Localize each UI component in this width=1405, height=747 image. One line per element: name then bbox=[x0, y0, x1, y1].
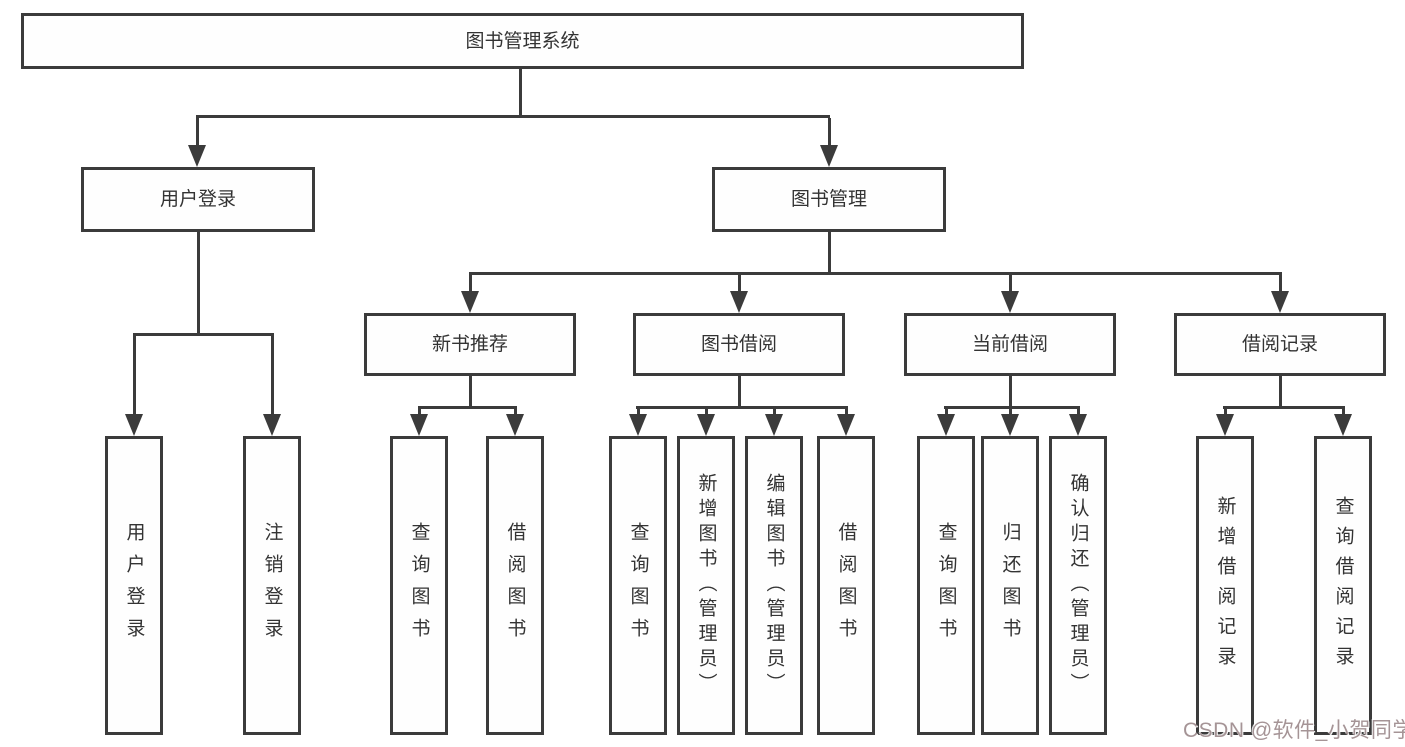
arrowhead-icon bbox=[937, 414, 955, 436]
arrowhead-icon bbox=[765, 414, 783, 436]
connector-root-stem bbox=[519, 69, 522, 118]
connector-leaves-bar bbox=[636, 406, 848, 409]
connector-drop-leaf bbox=[1224, 409, 1227, 416]
csdn-watermark: CSDN @软件_小贺同学 bbox=[1183, 719, 1405, 742]
arrowhead-icon bbox=[1271, 291, 1289, 313]
leaf-query-books-recommend: 查询图书 bbox=[390, 436, 448, 735]
connector-drop-section bbox=[738, 275, 741, 293]
arrowhead-icon bbox=[820, 145, 838, 167]
leaf-query-borrow-record: 查询借阅记录 bbox=[1314, 436, 1372, 735]
connector-drop-user-login bbox=[196, 118, 199, 148]
connector-drop-leaf bbox=[945, 409, 948, 416]
arrowhead-icon bbox=[125, 414, 143, 436]
arrowhead-icon bbox=[410, 414, 428, 436]
connector-drop-leaf bbox=[1342, 409, 1345, 416]
leaf-query-books-current: 查询图书 bbox=[917, 436, 975, 735]
leaf-confirm-return-admin: 确认归还（管理员） bbox=[1049, 436, 1107, 735]
arrowhead-icon bbox=[1001, 414, 1019, 436]
arrowhead-icon bbox=[629, 414, 647, 436]
arrowhead-icon bbox=[730, 291, 748, 313]
node-borrow-records: 借阅记录 bbox=[1174, 313, 1386, 376]
leaf-add-borrow-record: 新增借阅记录 bbox=[1196, 436, 1254, 735]
node-current-borrowing: 当前借阅 bbox=[904, 313, 1116, 376]
connector-drop-section bbox=[1009, 275, 1012, 293]
connector-drop-section bbox=[469, 275, 472, 293]
node-book-borrowing: 图书借阅 bbox=[633, 313, 845, 376]
leaf-logout: 注销登录 bbox=[243, 436, 301, 735]
connector-book-management-stem bbox=[828, 232, 831, 275]
arrowhead-icon bbox=[461, 291, 479, 313]
connector-drop-book-management bbox=[828, 118, 831, 148]
leaf-borrow-books-recommend: 借阅图书 bbox=[486, 436, 544, 735]
connector-leaves-bar bbox=[944, 406, 1080, 409]
connector-leaves-bar bbox=[1223, 406, 1345, 409]
arrowhead-icon bbox=[697, 414, 715, 436]
arrowhead-icon bbox=[188, 145, 206, 167]
leaf-user-login: 用户登录 bbox=[105, 436, 163, 735]
leaf-add-book-admin: 新增图书（管理员） bbox=[677, 436, 735, 735]
arrowhead-icon bbox=[1001, 291, 1019, 313]
leaf-borrow-books: 借阅图书 bbox=[817, 436, 875, 735]
connector-section-stem bbox=[1009, 376, 1012, 409]
leaf-query-books-borrowing: 查询图书 bbox=[609, 436, 667, 735]
connector-drop-leaf bbox=[514, 409, 517, 416]
connector-section-stem bbox=[1279, 376, 1282, 409]
connector-section-stem bbox=[738, 376, 741, 409]
leaf-return-books: 归还图书 bbox=[981, 436, 1039, 735]
connector-drop-leaf bbox=[1009, 409, 1012, 416]
connector-section-stem bbox=[469, 376, 472, 409]
connector-drop-leaf bbox=[271, 336, 274, 416]
arrowhead-icon bbox=[1334, 414, 1352, 436]
connector-user-login-stem bbox=[197, 232, 200, 336]
node-root: 图书管理系统 bbox=[21, 13, 1024, 69]
connector-drop-leaf bbox=[1077, 409, 1080, 416]
node-new-book-recommend: 新书推荐 bbox=[364, 313, 576, 376]
connector-user-login-bar bbox=[133, 333, 274, 336]
arrowhead-icon bbox=[263, 414, 281, 436]
arrowhead-icon bbox=[506, 414, 524, 436]
leaf-edit-book-admin: 编辑图书（管理员） bbox=[745, 436, 803, 735]
connector-drop-leaf bbox=[637, 409, 640, 416]
connector-level1-bar bbox=[196, 115, 830, 118]
connector-sections-bar bbox=[469, 272, 1282, 275]
node-book-management: 图书管理 bbox=[712, 167, 946, 232]
arrowhead-icon bbox=[1069, 414, 1087, 436]
connector-drop-leaf bbox=[845, 409, 848, 416]
connector-leaves-bar bbox=[418, 406, 517, 409]
connector-drop-leaf bbox=[133, 336, 136, 416]
connector-drop-leaf bbox=[705, 409, 708, 416]
connector-drop-section bbox=[1279, 275, 1282, 293]
arrowhead-icon bbox=[1216, 414, 1234, 436]
node-user-login: 用户登录 bbox=[81, 167, 315, 232]
connector-drop-leaf bbox=[418, 409, 421, 416]
connector-drop-leaf bbox=[773, 409, 776, 416]
arrowhead-icon bbox=[837, 414, 855, 436]
